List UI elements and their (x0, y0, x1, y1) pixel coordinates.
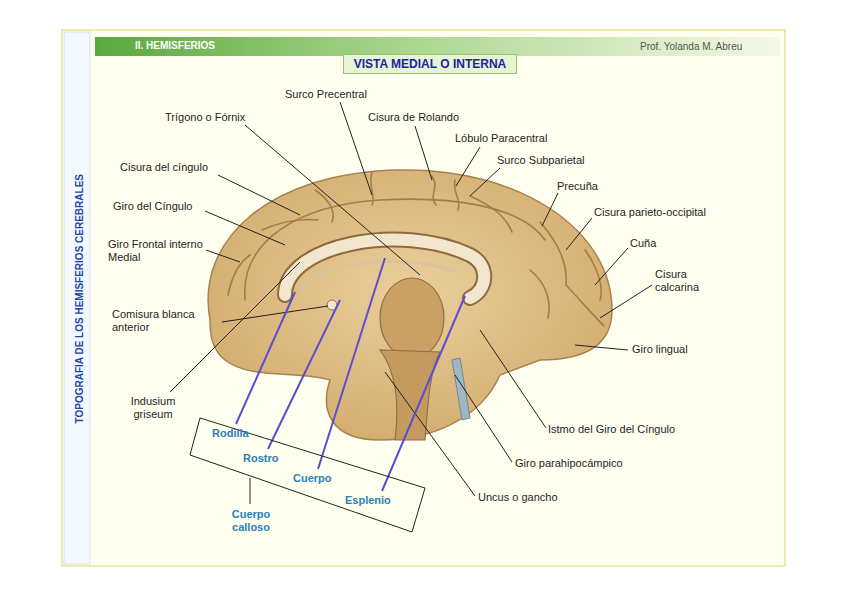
callosum-label: Cuerpo (293, 472, 332, 485)
callosum-leaders (236, 258, 465, 491)
slide-panel (62, 30, 785, 566)
side-heading: TOPOGRAFIA DE LOS HEMISFERIOS CEREBRALES (74, 59, 86, 539)
structure-label: Giro lingual (632, 343, 688, 356)
structure-label: Giro del Cíngulo (113, 200, 193, 213)
structure-label: Cuña (630, 237, 656, 250)
callosum-label: Rostro (243, 452, 278, 465)
structure-label: Surco Precentral (285, 88, 367, 101)
structure-label: Uncus o gancho (478, 491, 558, 504)
leader-lines (170, 102, 652, 496)
header-text: II. HEMISFERIOS (135, 40, 215, 52)
structure-label: Istmo del Giro del Cíngulo (548, 423, 675, 436)
slide-title: VISTA MEDIAL O INTERNA (343, 54, 517, 74)
structure-label: Trígono o Fórnix (165, 111, 245, 124)
callosum-label: Cuerpo calloso (222, 508, 280, 533)
header-text: Prof. Yolanda M. Abreu (640, 41, 742, 53)
structure-label: Lóbulo Paracentral (455, 132, 547, 145)
hemisphere (208, 170, 612, 440)
structure-label: Giro parahipocámpico (515, 457, 623, 470)
structure-label: Comisura blanca anterior (112, 308, 220, 333)
callosum-label: Esplenio (345, 494, 391, 507)
callosum-label: Rodilla (212, 427, 249, 440)
structure-label: Cisura calcarina (655, 268, 727, 293)
structure-label: Cisura del cíngulo (120, 161, 208, 174)
side-strip (64, 32, 90, 564)
structure-label: Giro Frontal interno Medial (108, 238, 204, 263)
structure-label: Indusium griseum (122, 395, 184, 420)
structure-label: Cisura parieto-occipital (594, 206, 706, 219)
structure-label: Precuña (557, 180, 598, 193)
bracket (190, 418, 425, 532)
structure-label: Surco Subparietal (497, 154, 584, 167)
structure-label: Cisura de Rolando (368, 111, 459, 124)
